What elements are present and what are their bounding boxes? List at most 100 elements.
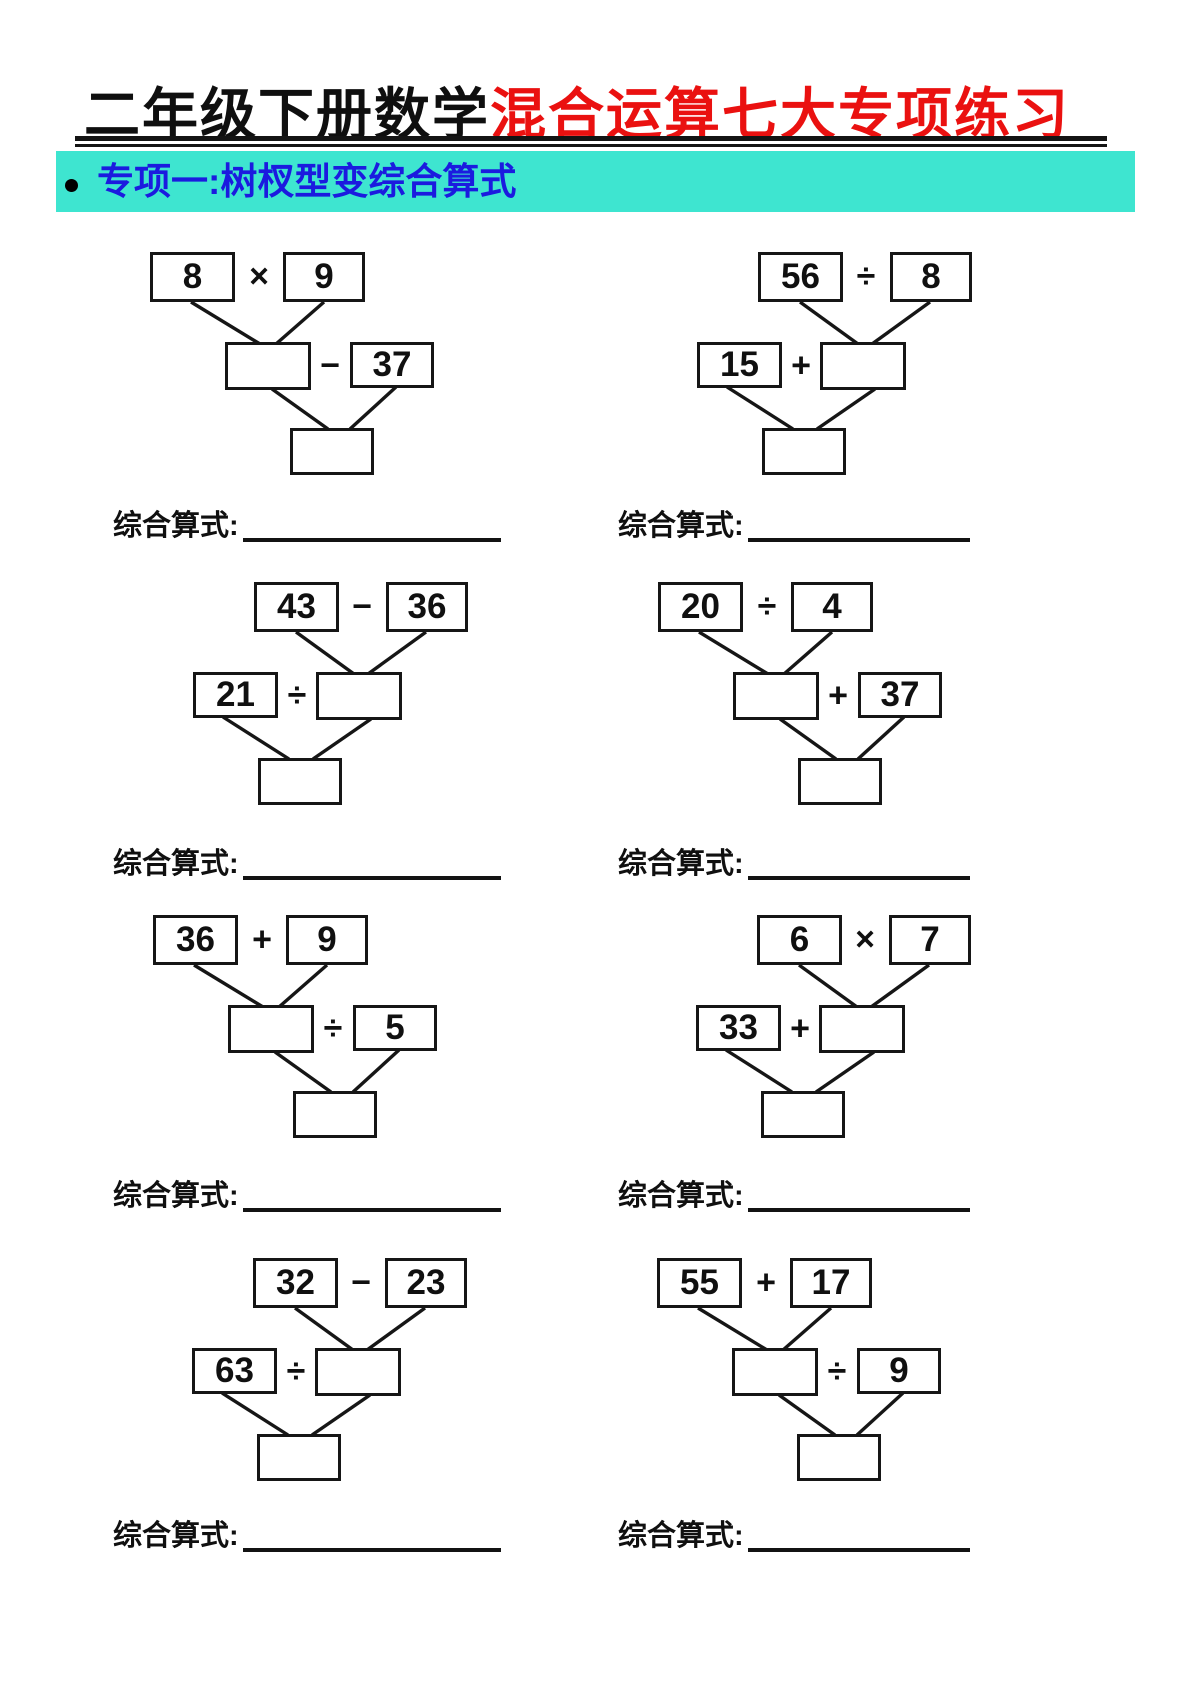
section-heading: 专项一:树杈型变综合算式 — [97, 161, 517, 202]
operand-box: 55 — [657, 1258, 742, 1308]
answer-box-intermediate[interactable] — [819, 1005, 905, 1053]
equation-label: 综合算式: — [618, 1512, 970, 1554]
operand-box: 23 — [385, 1258, 467, 1308]
operand-value: 21 — [216, 675, 255, 714]
equation-label: 综合算式: — [113, 840, 501, 882]
answer-box-intermediate[interactable] — [316, 672, 402, 720]
answer-blank[interactable] — [747, 1548, 970, 1552]
operand-value: 43 — [277, 587, 316, 626]
operator: + — [252, 920, 272, 959]
operand-value: 63 — [215, 1351, 254, 1390]
answer-box-result[interactable] — [257, 1434, 341, 1481]
operand-value: 5 — [385, 1008, 405, 1047]
operand-box: 8 — [150, 252, 235, 302]
equation-label: 综合算式: — [618, 840, 970, 882]
operand-box: 9 — [286, 915, 368, 965]
answer-box-result[interactable] — [762, 428, 846, 475]
answer-box-result[interactable] — [798, 758, 882, 805]
problem-6: 6 × 7 33 + — [574, 908, 994, 1148]
equation-label-text: 综合算式: — [618, 848, 744, 880]
operand-value: 9 — [317, 920, 337, 959]
operand-box: 37 — [350, 342, 434, 388]
equation-label-text: 综合算式: — [618, 1520, 744, 1552]
operator: + — [828, 676, 848, 715]
answer-box-intermediate[interactable] — [733, 672, 819, 720]
operand-box: 43 — [254, 582, 339, 632]
operand-box: 56 — [758, 252, 843, 302]
answer-blank[interactable] — [242, 876, 501, 880]
operand-value: 33 — [719, 1008, 758, 1047]
problem-5: 36 + 9 ÷ 5 — [103, 908, 523, 1148]
answer-blank[interactable] — [242, 538, 501, 542]
operator: + — [756, 1263, 776, 1302]
equation-label: 综合算式: — [113, 1512, 501, 1554]
answer-box-result[interactable] — [797, 1434, 881, 1481]
operator: ÷ — [323, 1009, 343, 1048]
operator: ÷ — [286, 1352, 306, 1391]
operand-box: 5 — [353, 1005, 437, 1051]
operand-box: 32 — [253, 1258, 338, 1308]
equation-label-text: 综合算式: — [113, 848, 239, 880]
operator: ÷ — [827, 1352, 847, 1391]
operand-box: 9 — [283, 252, 365, 302]
equation-label: 综合算式: — [113, 1172, 501, 1214]
operator: ÷ — [856, 257, 876, 296]
operand-value: 4 — [822, 587, 842, 626]
operator: + — [790, 1009, 810, 1048]
operand-box: 33 — [696, 1005, 781, 1051]
equation-label-text: 综合算式: — [113, 510, 239, 542]
answer-box-intermediate[interactable] — [225, 342, 311, 390]
operand-box: 17 — [790, 1258, 872, 1308]
operand-value: 56 — [781, 257, 820, 296]
problem-2: 56 ÷ 8 15 + — [575, 245, 995, 485]
operand-value: 9 — [314, 257, 334, 296]
answer-box-result[interactable] — [761, 1091, 845, 1138]
operand-value: 36 — [407, 587, 447, 626]
operand-value: 32 — [276, 1263, 315, 1302]
answer-box-result[interactable] — [290, 428, 374, 475]
problem-1: 8 × 9 − 37 — [100, 245, 520, 485]
operand-box: 21 — [193, 672, 278, 718]
answer-blank[interactable] — [747, 538, 970, 542]
answer-box-result[interactable] — [258, 758, 342, 805]
equation-label-text: 综合算式: — [618, 1180, 744, 1212]
answer-box-intermediate[interactable] — [732, 1348, 818, 1396]
operand-value: 55 — [680, 1263, 719, 1302]
operator: − — [351, 1263, 371, 1302]
operand-box: 7 — [889, 915, 971, 965]
operand-box: 6 — [757, 915, 842, 965]
operand-box: 37 — [858, 672, 942, 718]
operator: − — [320, 346, 340, 385]
operator: ÷ — [757, 587, 777, 626]
equation-label-text: 综合算式: — [113, 1520, 239, 1552]
operand-value: 8 — [182, 257, 203, 296]
operand-box: 4 — [791, 582, 873, 632]
answer-box-result[interactable] — [293, 1091, 377, 1138]
operand-value: 6 — [789, 920, 810, 959]
operator: × — [855, 920, 875, 959]
problem-3: 43 − 36 21 ÷ — [71, 575, 491, 815]
title-underline-bottom — [75, 144, 1107, 147]
operand-value: 8 — [921, 257, 941, 296]
answer-box-intermediate[interactable] — [820, 342, 906, 390]
operator: ÷ — [287, 676, 307, 715]
operand-value: 37 — [880, 675, 920, 714]
answer-blank[interactable] — [242, 1548, 501, 1552]
equation-label: 综合算式: — [618, 1172, 970, 1214]
answer-box-intermediate[interactable] — [315, 1348, 401, 1396]
operator: − — [352, 587, 372, 626]
equation-label: 综合算式: — [618, 502, 970, 544]
operand-box: 15 — [697, 342, 782, 388]
answer-box-intermediate[interactable] — [228, 1005, 314, 1053]
operand-box: 36 — [153, 915, 238, 965]
operand-value: 37 — [372, 345, 412, 384]
problem-4: 20 ÷ 4 + 37 — [608, 575, 1028, 815]
equation-label: 综合算式: — [113, 502, 501, 544]
operand-value: 20 — [681, 587, 720, 626]
answer-blank[interactable] — [747, 1208, 970, 1212]
operand-box: 63 — [192, 1348, 277, 1394]
equation-label-text: 综合算式: — [618, 510, 744, 542]
problem-7: 32 − 23 63 ÷ — [70, 1251, 490, 1491]
answer-blank[interactable] — [747, 876, 970, 880]
answer-blank[interactable] — [242, 1208, 501, 1212]
